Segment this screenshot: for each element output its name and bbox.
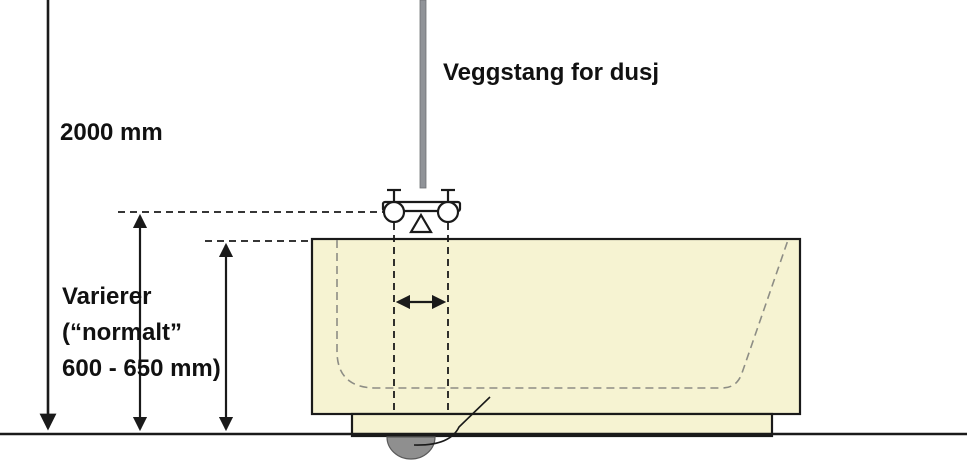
shower-rod [419, 0, 427, 189]
label-varies-line2: (“normalt” [62, 319, 182, 346]
faucet-fixture [381, 188, 462, 234]
right-valve-circle [436, 200, 460, 224]
spout-triangle [409, 212, 433, 234]
label-varies-line1: Varierer [62, 283, 151, 310]
label-rod: Veggstang for dusj [443, 59, 659, 86]
bathtub-inner-outline [336, 239, 789, 389]
label-varies-line3: 600 - 650 mm) [62, 355, 221, 382]
left-valve-circle [382, 200, 406, 224]
label-2000mm: 2000 mm [60, 119, 163, 146]
drain-pipe-line [413, 396, 491, 446]
drain-trap [386, 436, 436, 460]
